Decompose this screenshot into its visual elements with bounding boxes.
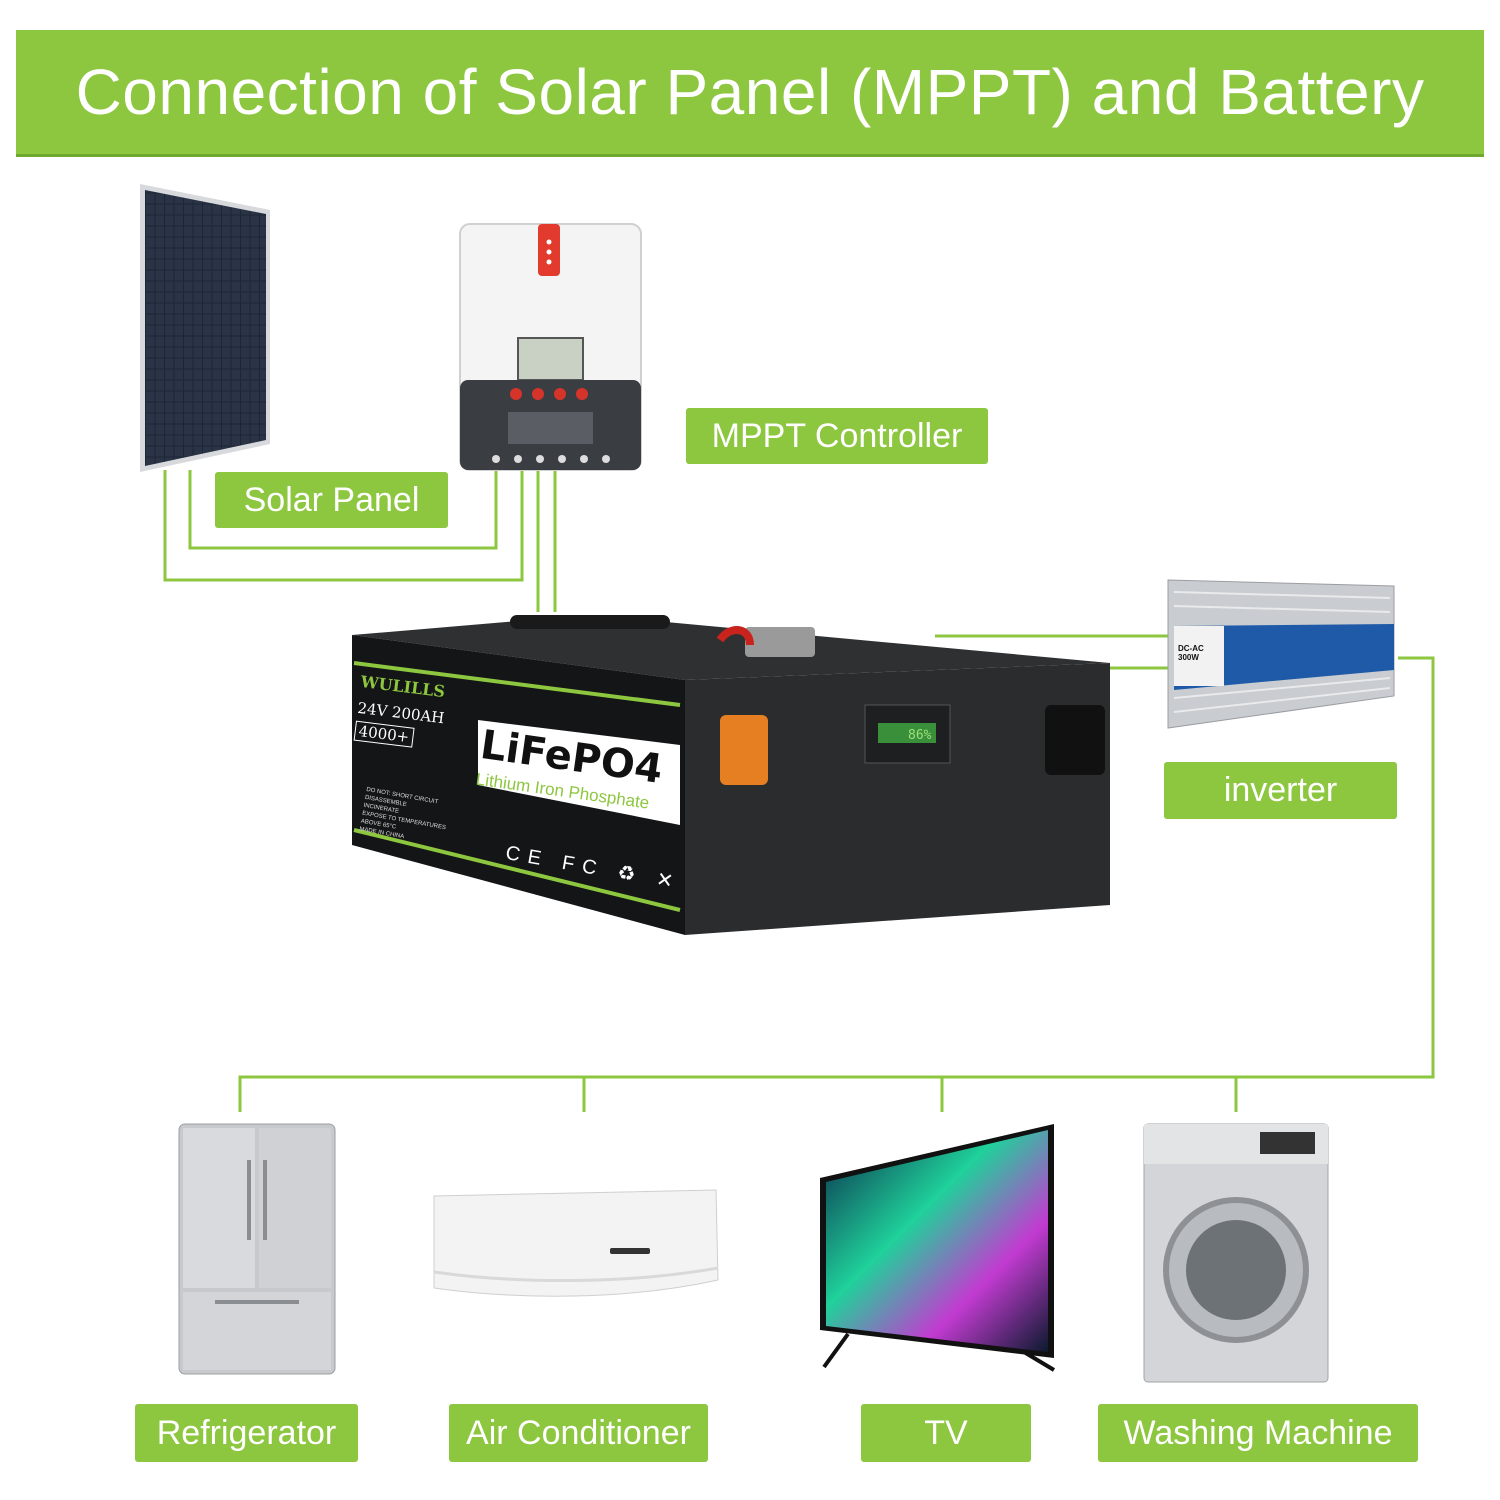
wire-solar-controller-1 [163, 470, 524, 582]
refrigerator-image [178, 1123, 336, 1375]
washing-machine-image [1143, 1123, 1329, 1383]
label-tv: TV [861, 1404, 1031, 1462]
label-air-conditioner: Air Conditioner [449, 1404, 708, 1462]
inverter-image [1167, 579, 1395, 729]
label-refrigerator: Refrigerator [135, 1404, 358, 1462]
label-inverter: inverter [1164, 762, 1397, 819]
inverter-text: DC-AC 300W [1178, 644, 1204, 662]
label-washing-machine: Washing Machine [1098, 1404, 1418, 1462]
mppt-controller-image [459, 223, 642, 471]
solar-panel-image [140, 184, 270, 472]
title-banner: Connection of Solar Panel (MPPT) and Bat… [16, 30, 1484, 157]
label-solar-panel: Solar Panel [215, 472, 448, 528]
battery-meter-value: 86% [908, 728, 932, 743]
air-conditioner-image [433, 1189, 719, 1297]
battery-image [352, 615, 1110, 935]
wire-solar-controller-2 [188, 470, 498, 550]
battery-label: WULILLS 24V 200AH 4000+ [353, 672, 449, 751]
wire-inverter-bus [238, 656, 1435, 1112]
label-mppt-controller: MPPT Controller [686, 408, 988, 464]
page-title: Connection of Solar Panel (MPPT) and Bat… [75, 56, 1425, 128]
tv-image [820, 1124, 1056, 1372]
